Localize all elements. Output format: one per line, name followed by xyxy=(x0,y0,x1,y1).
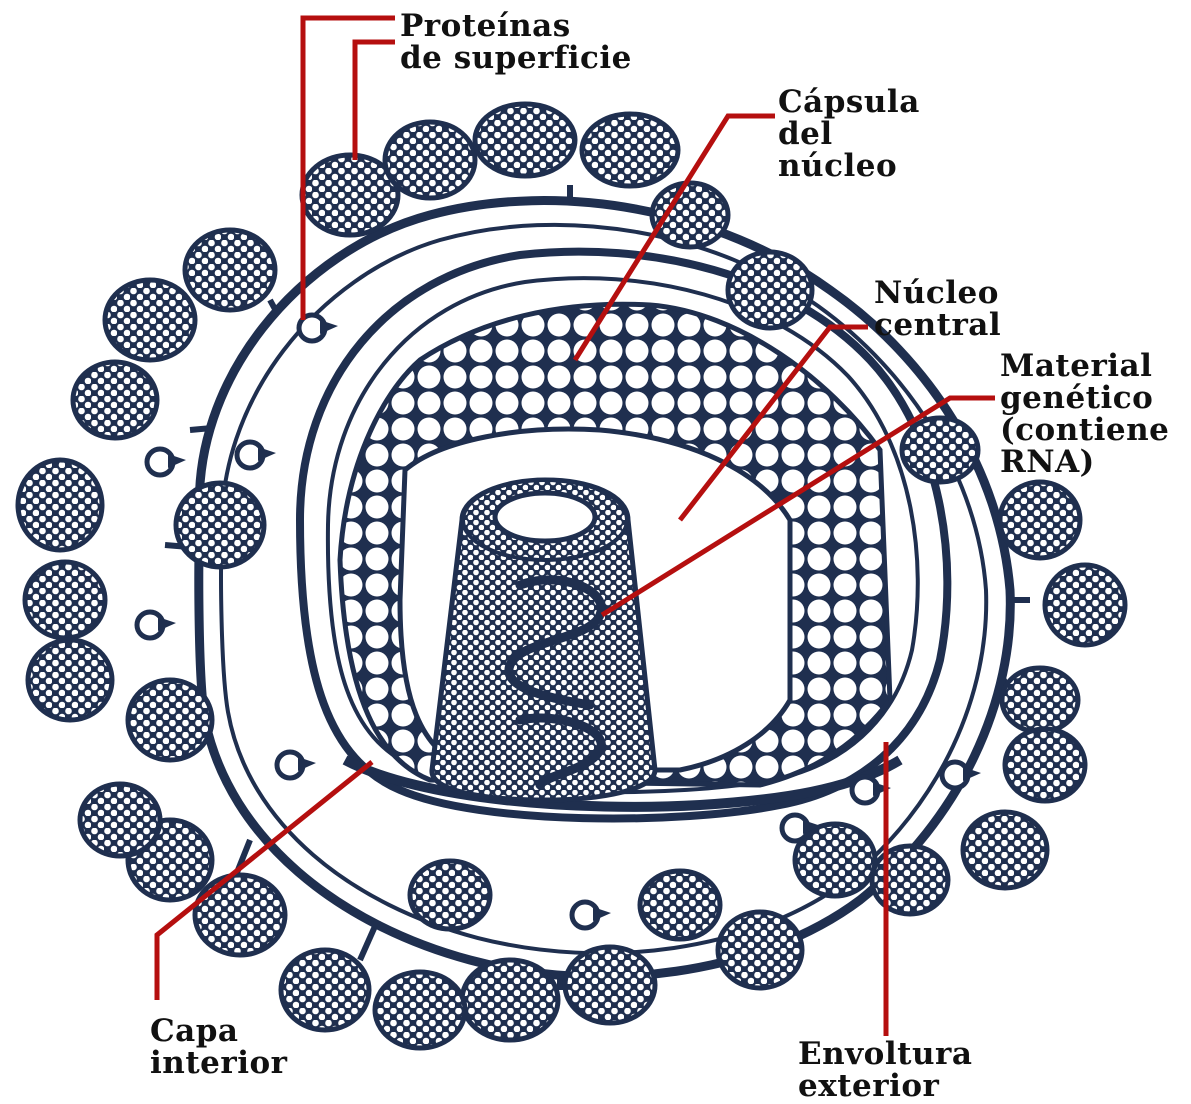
label-outer-envelope-line1: Envoltura xyxy=(798,1038,972,1070)
label-genetic-material: Material genético (contiene RNA) xyxy=(1000,350,1169,478)
label-inner-layer: Capa interior xyxy=(150,1015,287,1079)
label-surface-proteins: Proteínas de superficie xyxy=(400,10,632,74)
surface-knob xyxy=(565,947,655,1023)
label-outer-envelope-line2: exterior xyxy=(798,1070,972,1102)
surface-knob xyxy=(385,122,475,198)
surface-knob xyxy=(281,950,369,1030)
label-surface-proteins-line2: de superficie xyxy=(400,42,632,74)
label-capsule-line3: núcleo xyxy=(778,150,920,182)
label-central-core-line1: Núcleo xyxy=(874,277,1001,309)
label-capsule-line1: Cápsula xyxy=(778,86,920,118)
surface-knob xyxy=(872,846,948,914)
surface-knob xyxy=(25,562,105,638)
surface-knob xyxy=(475,104,575,176)
surface-knob xyxy=(462,960,558,1040)
surface-knob xyxy=(410,861,490,929)
surface-knob xyxy=(963,812,1047,888)
label-central-core: Núcleo central xyxy=(874,277,1001,341)
surface-knob xyxy=(28,640,112,720)
label-inner-layer-line1: Capa xyxy=(150,1015,287,1047)
membrane-protein xyxy=(942,762,981,788)
surface-knob xyxy=(1005,729,1085,801)
surface-knob xyxy=(640,871,720,939)
label-genetic-material-line4: RNA) xyxy=(1000,446,1169,478)
surface-knob xyxy=(582,114,678,186)
label-outer-envelope: Envoltura exterior xyxy=(798,1038,972,1102)
surface-knob xyxy=(128,680,212,760)
surface-knob xyxy=(1002,668,1078,732)
surface-knob xyxy=(1000,482,1080,558)
surface-knob xyxy=(73,362,157,438)
label-genetic-material-line2: genético xyxy=(1000,382,1169,414)
surface-knob xyxy=(728,252,812,328)
surface-knob xyxy=(18,460,102,550)
surface-knob xyxy=(718,912,802,988)
surface-knob xyxy=(105,280,195,360)
surface-knob xyxy=(375,972,465,1048)
label-genetic-material-line1: Material xyxy=(1000,350,1169,382)
membrane-protein xyxy=(137,612,176,638)
label-capsule: Cápsula del núcleo xyxy=(778,86,920,182)
label-genetic-material-line3: (contiene xyxy=(1000,414,1169,446)
surface-knob xyxy=(195,875,285,955)
label-inner-layer-line2: interior xyxy=(150,1047,287,1079)
surface-knob xyxy=(185,230,275,310)
label-central-core-line2: central xyxy=(874,309,1001,341)
surface-knob xyxy=(176,483,264,567)
surface-knob xyxy=(902,418,978,482)
surface-knob xyxy=(1045,565,1125,645)
label-surface-proteins-line1: Proteínas xyxy=(400,10,632,42)
membrane-protein xyxy=(147,449,186,475)
surface-knob xyxy=(80,784,160,856)
label-capsule-line2: del xyxy=(778,118,920,150)
